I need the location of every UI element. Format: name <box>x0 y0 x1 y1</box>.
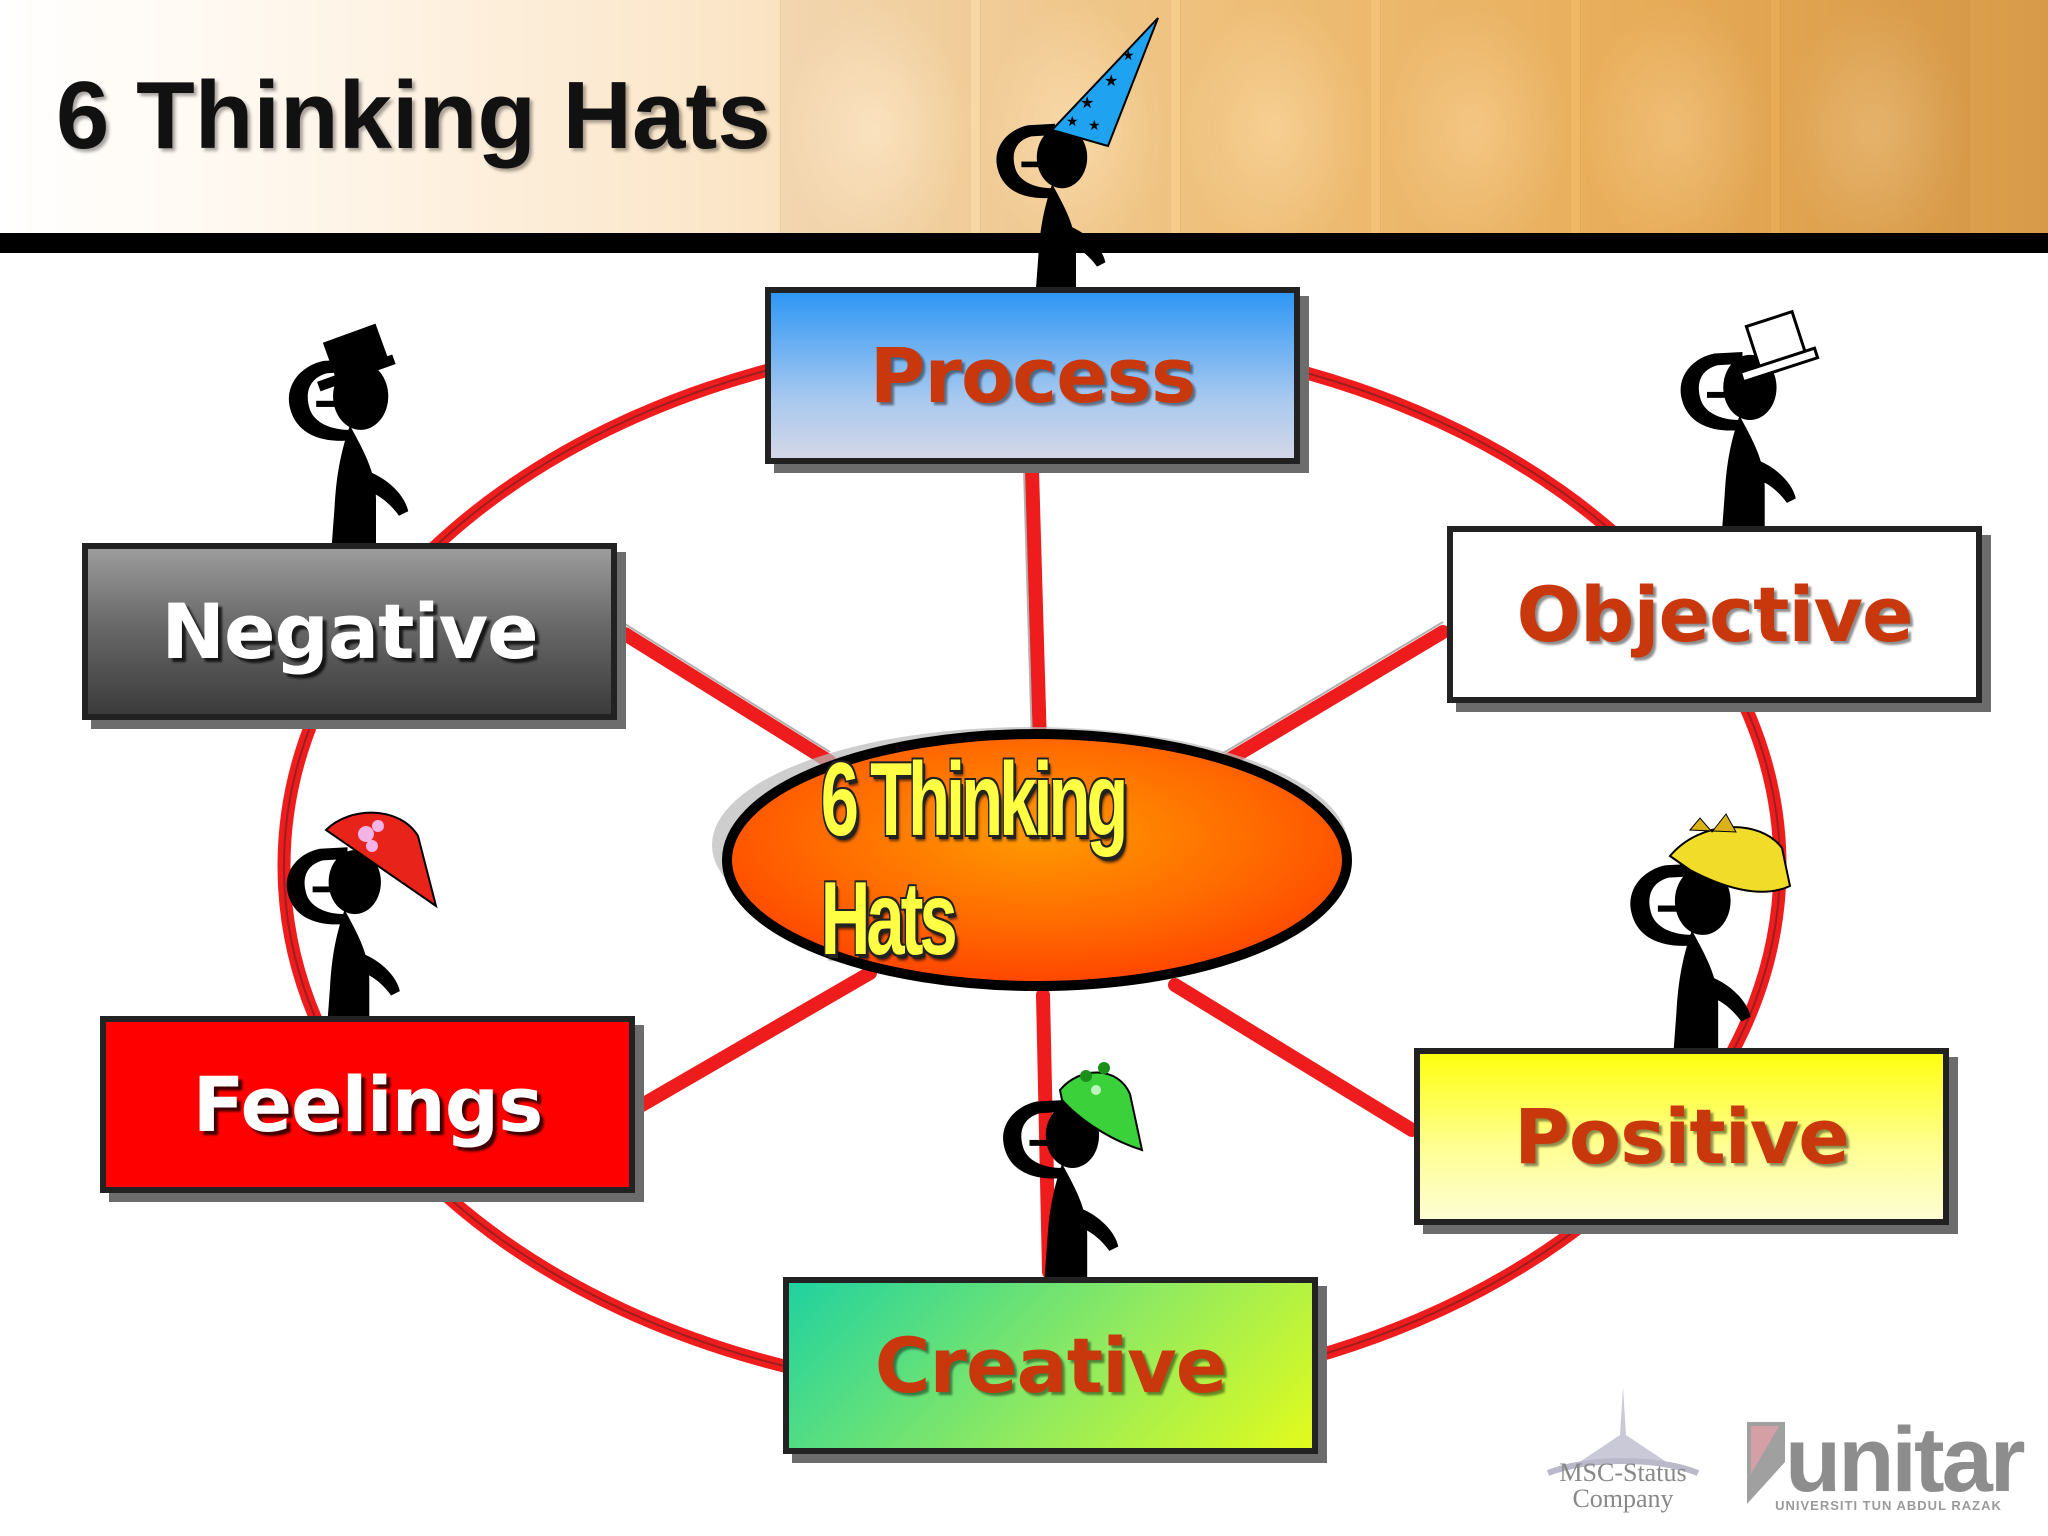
msc-status-logo <box>1546 1387 1700 1476</box>
negative-hat-box: Negative <box>82 543 617 720</box>
white-top-hat-figure-icon <box>1680 309 1820 534</box>
header-banner <box>0 0 2048 235</box>
process-hat-label: Process <box>869 331 1196 420</box>
unitar-wordmark: unitar <box>1785 1409 2026 1511</box>
header-photo-tile <box>780 0 971 235</box>
header-divider <box>0 233 2048 253</box>
red-flower-hat-figure-icon <box>286 811 438 1026</box>
svg-text:★: ★ <box>1080 93 1094 112</box>
wizard-hat-figure-icon: ★ ★ ★ ★ ★ <box>996 17 1159 296</box>
process-hat-box: Process <box>765 287 1300 464</box>
black-top-hat-figure-icon <box>288 323 409 548</box>
objective-hat-box: Objective <box>1447 526 1982 703</box>
feelings-hat-box: Feelings <box>100 1016 635 1193</box>
svg-text:★: ★ <box>1066 114 1079 130</box>
msc-line-1: MSC-Status <box>1559 1458 1687 1487</box>
unitar-logo <box>1747 1422 1785 1504</box>
header-photo-tile <box>1580 0 1771 235</box>
objective-hat-label: Objective <box>1516 570 1913 659</box>
positive-hat-box: Positive <box>1414 1048 1949 1225</box>
svg-text:★: ★ <box>1088 118 1101 134</box>
header-photo-tile <box>1380 0 1571 235</box>
creative-hat-label: Creative <box>874 1321 1228 1410</box>
center-ellipse <box>722 729 1352 991</box>
svg-text:★: ★ <box>1104 71 1118 90</box>
svg-text:★: ★ <box>1122 48 1135 64</box>
unitar-subtitle: UNIVERSITI TUN ABDUL RAZAK <box>1775 1498 2002 1513</box>
yellow-straw-hat-figure-icon <box>1630 813 1792 1054</box>
slide-title: 6 Thinking Hats <box>56 62 771 169</box>
green-leaf-hat-figure-icon <box>1003 1062 1144 1282</box>
center-label: 6 Thinking Hats <box>820 742 1129 977</box>
header-photo-tile <box>1780 0 1971 235</box>
positive-hat-label: Positive <box>1514 1092 1850 1181</box>
connector-spokes <box>618 463 1450 1279</box>
msc-status-text: MSC-Status Company <box>1528 1460 1718 1512</box>
header-photo-tile <box>1180 0 1371 235</box>
creative-hat-box: Creative <box>783 1277 1318 1454</box>
msc-line-2: Company <box>1572 1484 1674 1513</box>
feelings-hat-label: Feelings <box>192 1060 544 1149</box>
negative-hat-label: Negative <box>161 587 538 676</box>
